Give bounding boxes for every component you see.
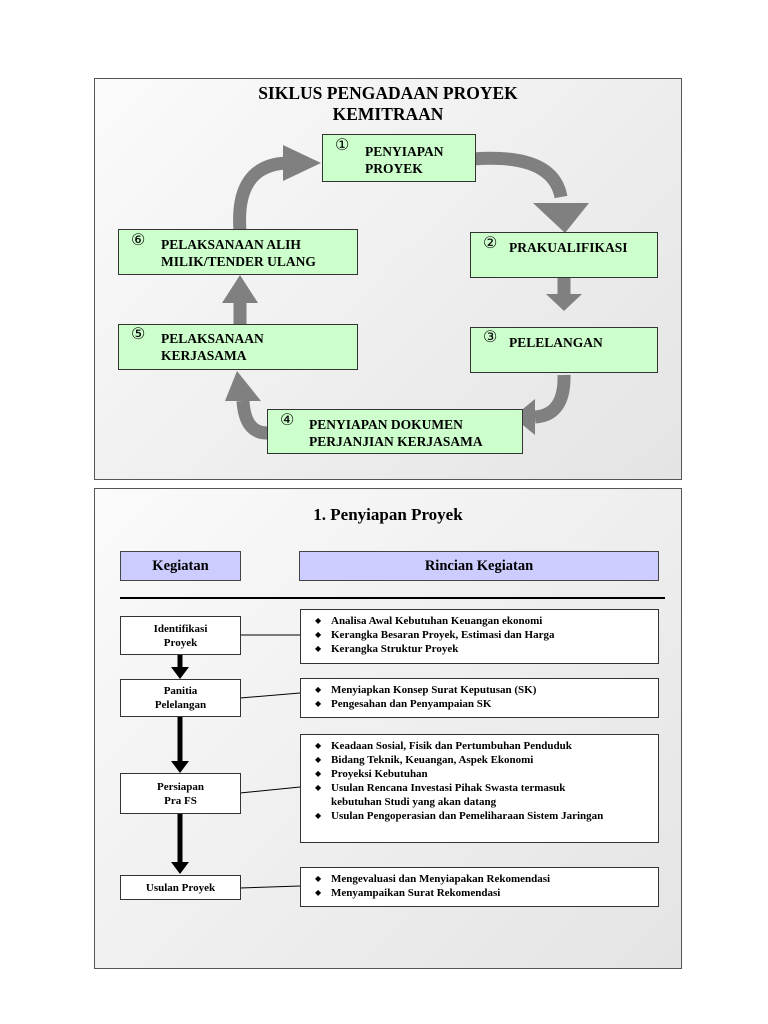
detail-box-usulan: Mengevaluasi dan Menyiapakan Rekomendasi…: [300, 867, 659, 907]
step-6-box: ⑥ PELAKSANAAN ALIH MILIK/TENDER ULANG: [118, 229, 358, 275]
flow-arrowhead-3: [171, 862, 189, 874]
arrow-4-5: [236, 400, 268, 440]
activity-slide: 1. Penyiapan Proyek Kegiatan Rincian Keg…: [94, 488, 682, 969]
arrowhead-3-4: [513, 399, 535, 435]
step-2-number: ②: [483, 235, 498, 252]
step-2-box: ② PRAKUALIFIKASI: [470, 232, 658, 278]
step-1-number: ①: [335, 137, 350, 154]
activity-box-usulan: Usulan Proyek: [120, 875, 241, 900]
header-rincian-kegiatan: Rincian Kegiatan: [299, 551, 659, 581]
connector-2: [239, 692, 301, 699]
activity-label: Usulan Proyek: [145, 881, 216, 894]
activity-box-persiapan: Persiapan Pra FS: [120, 773, 241, 814]
activity-label: Panitia Pelelangan: [154, 685, 207, 711]
arrowhead-6-1: [283, 145, 321, 181]
cycle-title: SIKLUS PENGADAAN PROYEK KEMITRAAN: [258, 83, 518, 124]
arrow-3-4: [534, 374, 571, 424]
arrow-6-1: [233, 156, 288, 232]
detail-item: Usulan Pengoperasian dan Pemeliharaan Si…: [315, 809, 654, 823]
step-1-box: ① PENYIAPAN PROYEK: [322, 134, 476, 182]
detail-item: Mengevaluasi dan Menyiapakan Rekomendasi: [315, 872, 654, 886]
detail-item: Kerangka Struktur Proyek: [315, 642, 654, 656]
step-3-label: PELELANGAN: [509, 335, 603, 350]
detail-item: Kerangka Besaran Proyek, Estimasi dan Ha…: [315, 628, 654, 642]
cycle-arrows: [222, 145, 589, 440]
detail-item: Analisa Awal Kebutuhan Keuangan ekonomi: [315, 614, 654, 628]
arrowhead-5-6: [222, 275, 258, 303]
step-4-box: ④ PENYIAPAN DOKUMEN PERJANJIAN KERJASAMA: [267, 409, 523, 454]
flow-arrowhead-1: [171, 667, 189, 679]
connector-4: [239, 885, 301, 889]
detail-item: Menyiapkan Konsep Surat Keputusan (SK): [315, 683, 654, 697]
activity-label: Persiapan Pra FS: [156, 780, 205, 807]
detail-item: Proyeksi Kebutuhan: [315, 767, 654, 781]
arrow-1-2: [472, 151, 568, 199]
connector-3: [239, 786, 301, 794]
header-kegiatan: Kegiatan: [120, 551, 241, 581]
detail-item: Usulan Rencana Investasi Pihak Swasta te…: [315, 781, 654, 809]
step-1-label: PENYIAPAN PROYEK: [365, 144, 444, 176]
detail-item: Keadaan Sosial, Fisik dan Pertumbuhan Pe…: [315, 739, 654, 753]
step-6-label: PELAKSANAAN ALIH MILIK/TENDER ULANG: [161, 237, 316, 269]
flow-arrowhead-2: [171, 761, 189, 773]
step-4-number: ④: [280, 412, 295, 429]
step-5-box: ⑤ PELAKSANAAN KERJASAMA: [118, 324, 358, 370]
activity-box-panitia: Panitia Pelelangan: [120, 679, 241, 717]
step-3-box: ③ PELELANGAN: [470, 327, 658, 373]
cycle-slide: SIKLUS PENGADAAN PROYEK KEMITRAAN: [94, 78, 682, 480]
detail-item: Bidang Teknik, Keuangan, Aspek Ekonomi: [315, 753, 654, 767]
step-4-label: PENYIAPAN DOKUMEN PERJANJIAN KERJASAMA: [309, 417, 483, 449]
detail-box-panitia: Menyiapkan Konsep Surat Keputusan (SK) P…: [300, 678, 659, 718]
activity-connectors: [120, 597, 665, 889]
detail-box-persiapan: Keadaan Sosial, Fisik dan Pertumbuhan Pe…: [300, 734, 659, 843]
detail-box-identifikasi: Analisa Awal Kebutuhan Keuangan ekonomi …: [300, 609, 659, 664]
step-2-label: PRAKUALIFIKASI: [509, 240, 628, 255]
step-3-number: ③: [483, 329, 498, 346]
step-6-number: ⑥: [131, 232, 146, 249]
step-5-number: ⑤: [131, 326, 146, 343]
detail-item: Menyampaikan Surat Rekomendasi: [315, 886, 654, 900]
arrowhead-1-2: [533, 203, 589, 233]
arrowhead-2-3: [546, 294, 582, 311]
arrowhead-4-5: [225, 371, 261, 401]
detail-item: Pengesahan dan Penyampaian SK: [315, 697, 654, 711]
activity-box-identifikasi: Identifikasi Proyek: [120, 616, 241, 655]
activity-title: 1. Penyiapan Proyek: [313, 505, 463, 524]
step-5-label: PELAKSANAAN KERJASAMA: [161, 331, 264, 363]
activity-label: Identifikasi Proyek: [153, 622, 208, 649]
